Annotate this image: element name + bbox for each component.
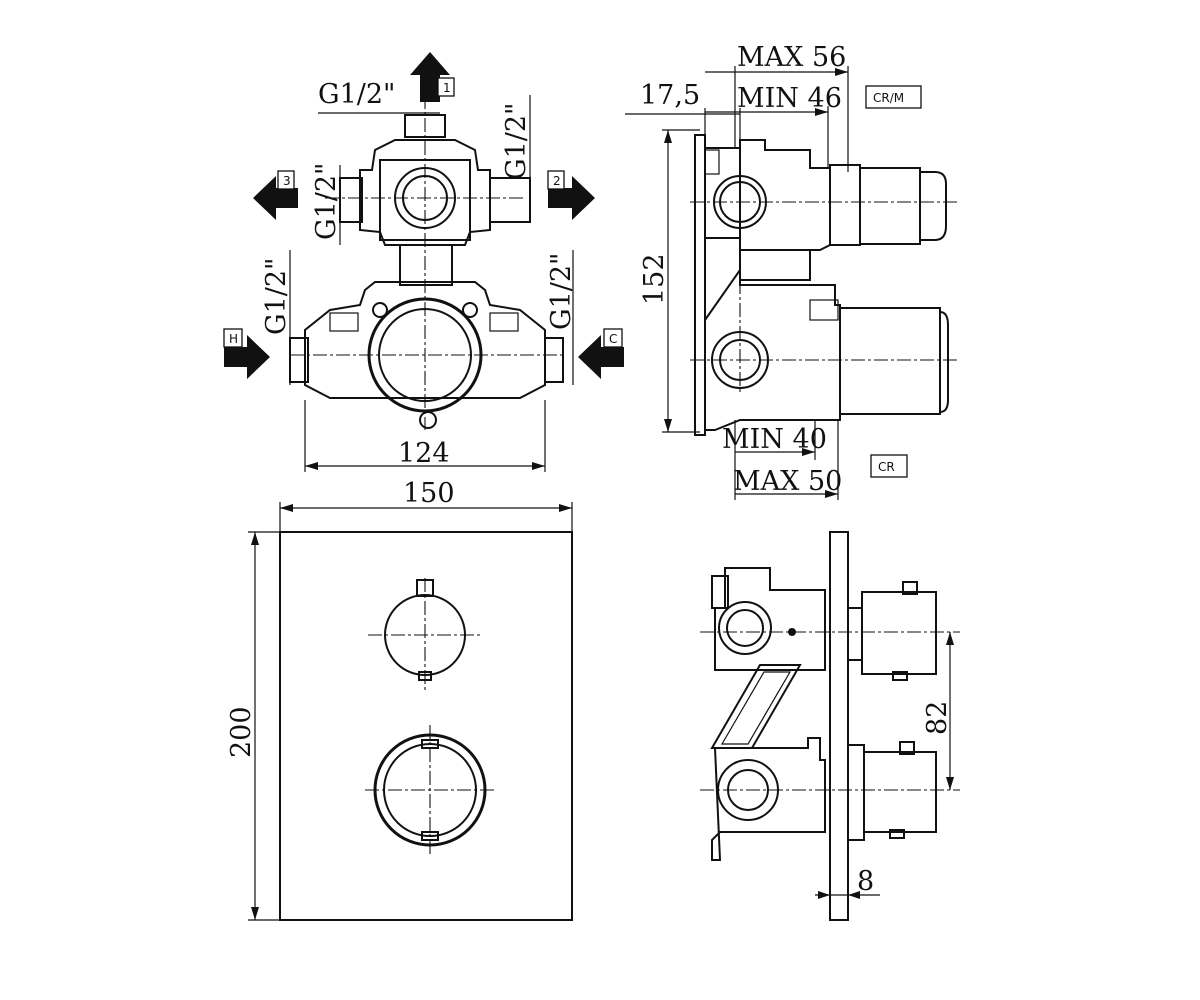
outlet-1-tag: 1	[443, 81, 451, 95]
outlet-3-tag: 3	[283, 174, 291, 188]
side-view-valve-body: 152 17,5 MAX 56 MIN 46 CR/M MIN 40 MAX 5…	[625, 42, 960, 500]
plate-height-label: 200	[226, 706, 257, 758]
outlet-3-arrow-icon	[253, 176, 298, 220]
variant-lower-tag: CR	[878, 460, 895, 474]
depth-total-label: 152	[639, 253, 670, 305]
min-upper-label: MIN 46	[737, 83, 842, 114]
thread-lower-left-label: G1/2"	[261, 258, 292, 335]
outlet-2-tag: 2	[553, 174, 561, 188]
variant-upper-tag: CR/M	[873, 91, 904, 105]
front-view-cover-plate: 150 200	[226, 478, 573, 921]
handle-spacing-label: 82	[922, 701, 953, 735]
max-lower-label: MAX 50	[733, 466, 842, 497]
thread-right-label: G1/2"	[501, 103, 532, 180]
offset-label: 17,5	[640, 80, 700, 111]
plate-thickness-label: 8	[857, 866, 874, 897]
side-view-with-plate: 82 8	[700, 531, 960, 921]
inlet-hot-arrow-icon	[224, 335, 270, 379]
inlet-cold-arrow-icon	[578, 335, 624, 379]
inlet-hot-tag: H	[229, 332, 238, 346]
max-upper-label: MAX 56	[737, 42, 846, 73]
width-body-label: 124	[398, 438, 450, 469]
min-lower-label: MIN 40	[722, 424, 827, 455]
front-view-valve-body: G1/2" G1/2" G1/2" G1/2" G1/2" 124 1 3	[223, 52, 624, 472]
thread-top-label: G1/2"	[318, 79, 395, 110]
plate-width-label: 150	[403, 478, 455, 509]
thread-lower-right-label: G1/2"	[546, 253, 577, 330]
thread-left-label: G1/2"	[311, 163, 342, 240]
outlet-2-arrow-icon	[548, 176, 595, 220]
inlet-cold-tag: C	[609, 332, 617, 346]
